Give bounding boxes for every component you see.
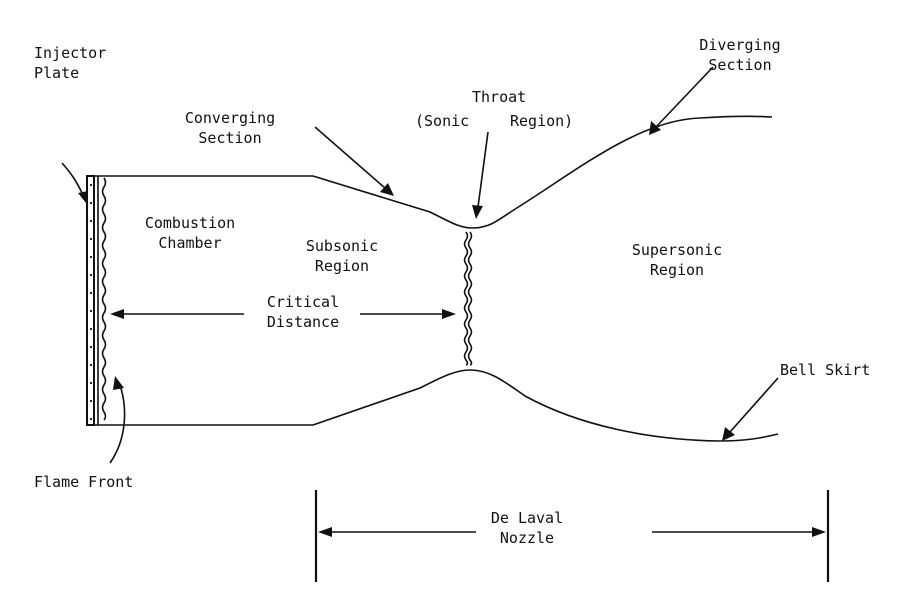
flame-front-arrowhead [113,376,124,390]
converging-section-label-line2: Section [198,129,262,147]
injector-plate-dot [89,273,93,277]
flame-front-label: Flame Front [34,473,134,491]
injector-plate-dot [89,219,93,223]
injector-plate-label-line2: Plate [34,64,80,82]
converging-section-arrowhead [380,183,394,196]
supersonic-region-label-line1: Supersonic [631,241,723,259]
de-laval-right-arrowhead [812,527,826,537]
de-laval-left-arrowhead [318,527,332,537]
diverging-section-label-line2: Section [708,56,772,74]
critical-distance-label: Critical Distance [248,292,358,332]
critical-distance-right-arrowhead [442,309,456,319]
throat-sonic-label: (Sonic [415,112,470,130]
throat-arrowhead [472,205,483,219]
supersonic-region-label-line2: Region [649,261,705,279]
combustion-chamber-label: Combustion Chamber [140,213,240,253]
throat-sonic-line [463,231,473,366]
critical-distance-left-arrowhead [110,309,124,319]
injector-plate-dot [89,291,93,295]
injector-plate-dot [89,237,93,241]
combustion-chamber-label-line1: Combustion [144,214,236,232]
diverging-section-label-line1: Diverging [699,36,781,54]
injector-plate-shape [86,175,95,426]
bell-skirt-arrowhead [722,427,735,441]
nozzle-bottom-contour [312,369,779,442]
throat-label: Throat [472,88,527,106]
subsonic-region-label: Subsonic Region [292,236,392,276]
injector-plate-dot [89,345,93,349]
injector-plate-dot [89,399,93,403]
injector-plate-dots [89,183,93,421]
subsonic-region-label-line1: Subsonic [305,237,379,255]
diverging-section-label: Diverging Section [690,35,790,75]
bell-skirt-arrow [729,377,779,433]
injector-plate-dot [89,327,93,331]
flame-front-line [101,177,107,421]
injector-plate-label: Injector Plate [34,43,106,83]
diverging-section-arrowhead [649,121,661,135]
flame-front-arrow [109,384,126,464]
subsonic-region-label-line2: Region [314,257,370,275]
de-laval-nozzle-label-line1: De Laval [490,509,564,527]
diverging-section-arrow [655,66,714,128]
injector-plate-dot [89,201,93,205]
injector-plate-dot [89,363,93,367]
bell-skirt-label: Bell Skirt [780,361,871,379]
injector-plate-label-line1: Injector [34,44,107,62]
throat-region-label: Region) [510,112,574,130]
critical-distance-label-line1: Critical [266,293,340,311]
injector-plate-dot [89,381,93,385]
injector-plate-arrowhead [78,191,88,203]
de-laval-nozzle-label-line2: Nozzle [499,529,555,547]
converging-section-label-line1: Converging [184,109,276,127]
converging-section-label: Converging Section [170,108,290,148]
throat-arrow [477,131,489,208]
critical-distance-label-line2: Distance [266,313,340,331]
supersonic-region-label: Supersonic Region [622,240,732,280]
injector-plate-dot [89,417,93,421]
injector-plate-dot [89,309,93,313]
injector-plate-dot [89,255,93,259]
converging-section-arrow [314,126,386,189]
nozzle-top-contour [312,115,773,229]
combustion-chamber-label-line2: Chamber [158,234,222,252]
de-laval-nozzle-label: De Laval Nozzle [482,508,572,548]
injector-plate-arrow [61,162,84,196]
injector-plate-dot [89,183,93,187]
